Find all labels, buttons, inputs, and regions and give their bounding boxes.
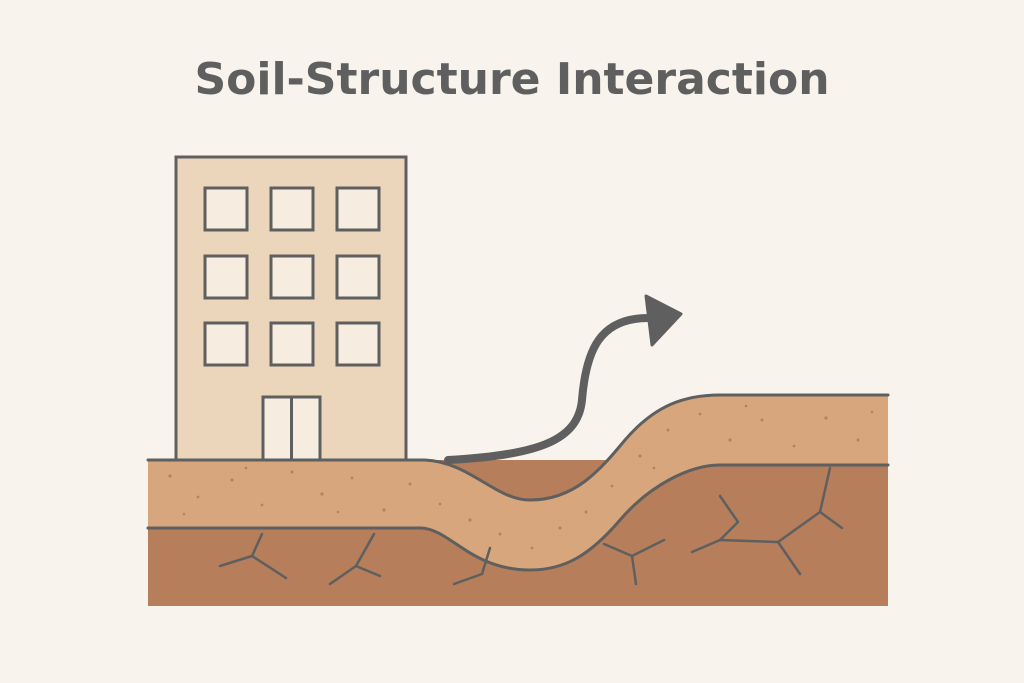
diagram-title: Soil-Structure Interaction <box>194 54 830 105</box>
building-door <box>261 395 322 462</box>
seismic-wave-arrow-icon <box>444 294 683 464</box>
soil-boundaries <box>146 393 890 572</box>
building-icon <box>174 155 408 462</box>
layer-interface-line <box>146 463 890 572</box>
building-windows <box>203 186 381 367</box>
soil-speckles <box>168 404 874 550</box>
upper-soil-layer <box>148 395 888 570</box>
ground-surface-line <box>146 393 890 502</box>
soil-cracks <box>218 466 844 586</box>
